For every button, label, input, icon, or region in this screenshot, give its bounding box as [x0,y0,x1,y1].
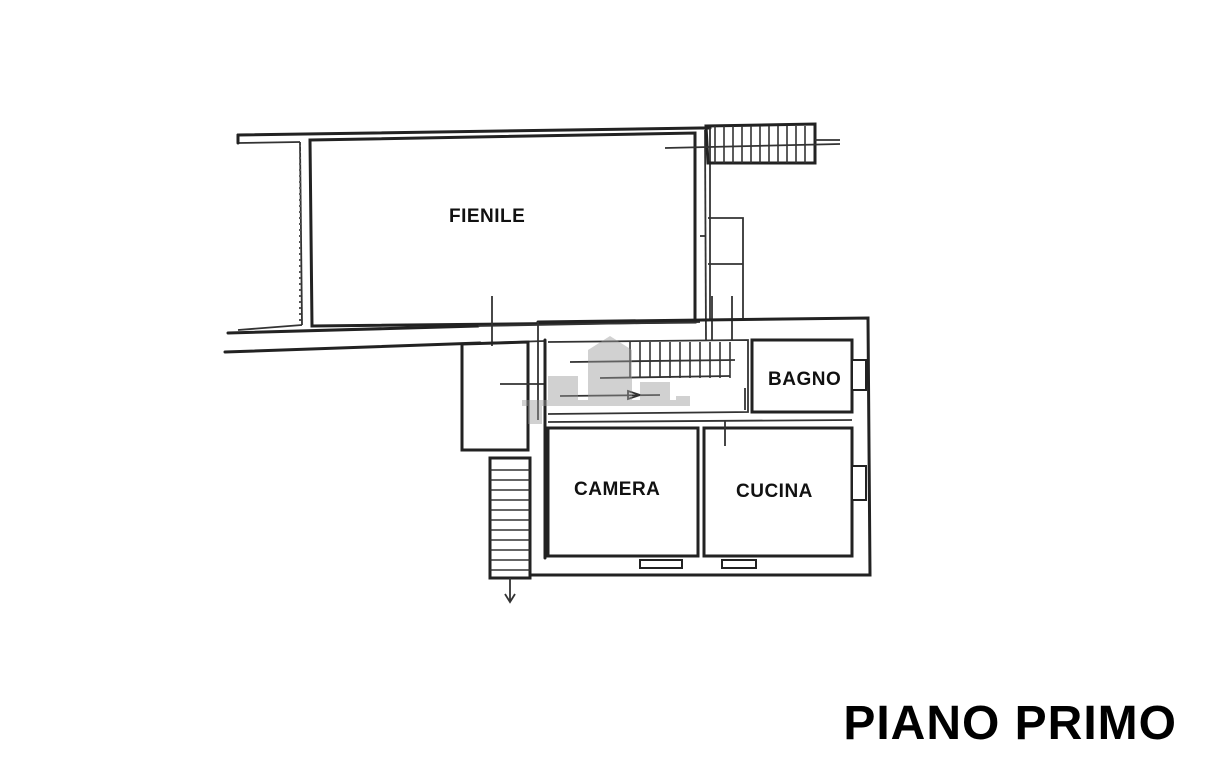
room-label-fienile: FIENILE [449,206,526,227]
room-label-cucina: CUCINA [736,481,813,502]
floor-title: PIANO PRIMO [843,697,1177,750]
top-stair [664,122,841,165]
watermark-logo [522,336,690,424]
fienile-block [223,126,712,354]
chimney-strip [708,217,744,340]
left-annex [460,340,545,604]
room-label-camera: CAMERA [574,479,661,500]
room-label-bagno: BAGNO [768,369,842,390]
house-block [528,316,872,577]
